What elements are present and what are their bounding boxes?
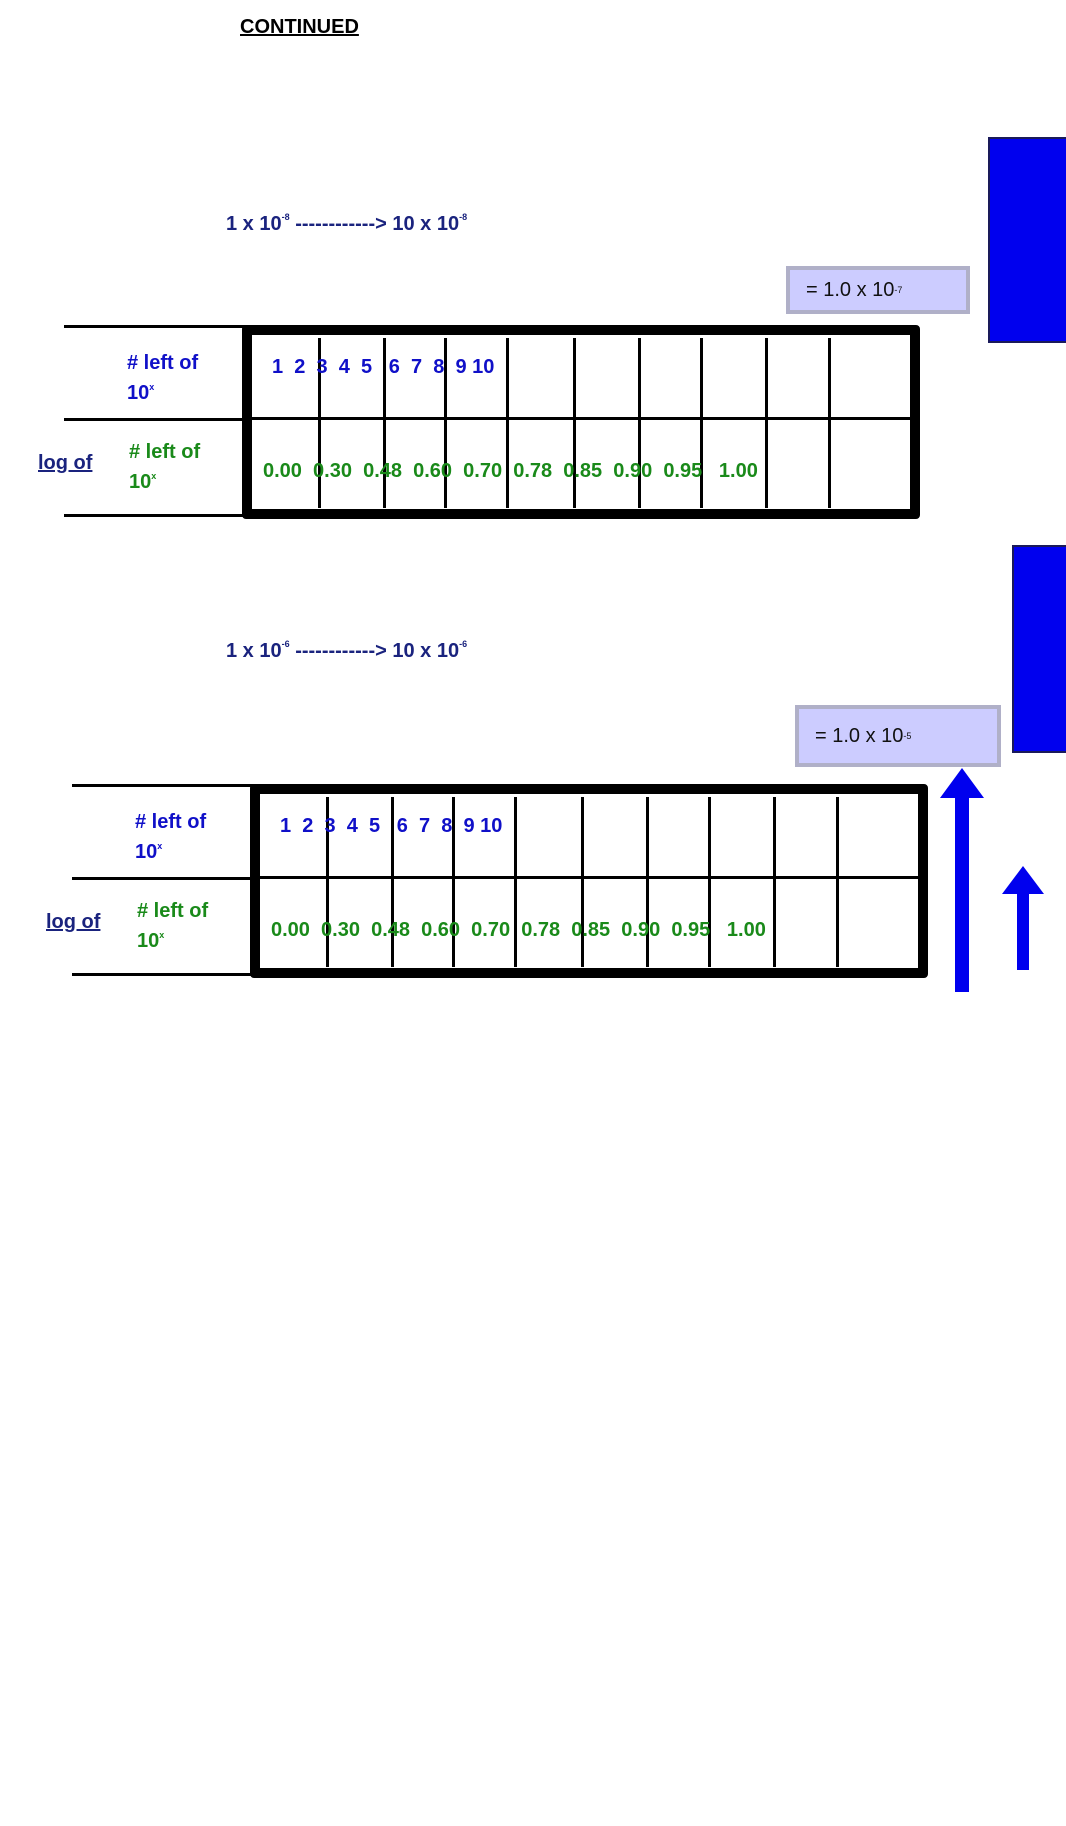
table-divider xyxy=(836,797,839,967)
table-divider xyxy=(318,338,321,508)
table-divider xyxy=(828,338,831,508)
table-frame-2 xyxy=(250,784,928,978)
number-row-1: 1 2 3 4 5 6 7 8 9 10 xyxy=(272,356,495,378)
table-divider xyxy=(326,797,329,967)
range-label-1: 1 x 10-8 ------------> 10 x 10-8 xyxy=(226,212,468,235)
table-divider xyxy=(391,797,394,967)
number-row-2: 1 2 3 4 5 6 7 8 9 10 xyxy=(280,815,503,837)
log-of-label-2: log of xyxy=(46,911,101,933)
row-label-logs-1: # left of 10x xyxy=(129,441,201,493)
table-divider xyxy=(765,338,768,508)
result-box-1: = 1.0 x 10-7 xyxy=(786,266,970,314)
table-frame-1 xyxy=(242,325,920,519)
table-divider xyxy=(514,797,517,967)
label-line-bottom-2 xyxy=(72,973,258,976)
up-arrow-icon xyxy=(940,768,984,992)
row-label-logs-2: # left of 10x xyxy=(137,900,209,952)
blue-side-block-bottom xyxy=(1012,545,1066,753)
table-midline-2 xyxy=(258,876,918,879)
page-heading: CONTINUED xyxy=(240,16,359,38)
table-divider xyxy=(646,797,649,967)
range-label-2: 1 x 10-6 ------------> 10 x 10-6 xyxy=(226,639,468,662)
table-divider xyxy=(506,338,509,508)
table-divider xyxy=(573,338,576,508)
table-divider xyxy=(444,338,447,508)
table-divider xyxy=(708,797,711,967)
table-midline-1 xyxy=(250,417,910,420)
table-divider xyxy=(581,797,584,967)
row-label-numbers-2: # left of 10x xyxy=(135,811,207,863)
label-line-top-1 xyxy=(64,325,250,328)
log-of-label-1: log of xyxy=(38,452,93,474)
result-box-2: = 1.0 x 10-5 xyxy=(795,705,1001,767)
log-row-2: 0.00 0.30 0.48 0.60 0.70 0.78 0.85 0.90 … xyxy=(271,919,766,941)
label-line-bottom-1 xyxy=(64,514,250,517)
table-divider xyxy=(773,797,776,967)
log-row-1: 0.00 0.30 0.48 0.60 0.70 0.78 0.85 0.90 … xyxy=(263,460,758,482)
up-arrow-icon xyxy=(1002,866,1044,970)
table-divider xyxy=(452,797,455,967)
row-label-numbers-1: # left of 10x xyxy=(127,352,199,404)
label-line-top-2 xyxy=(72,784,258,787)
label-line-mid-1 xyxy=(64,418,250,421)
table-divider xyxy=(700,338,703,508)
blue-side-block-top xyxy=(988,137,1066,343)
table-divider xyxy=(383,338,386,508)
table-divider xyxy=(638,338,641,508)
label-line-mid-2 xyxy=(72,877,258,880)
